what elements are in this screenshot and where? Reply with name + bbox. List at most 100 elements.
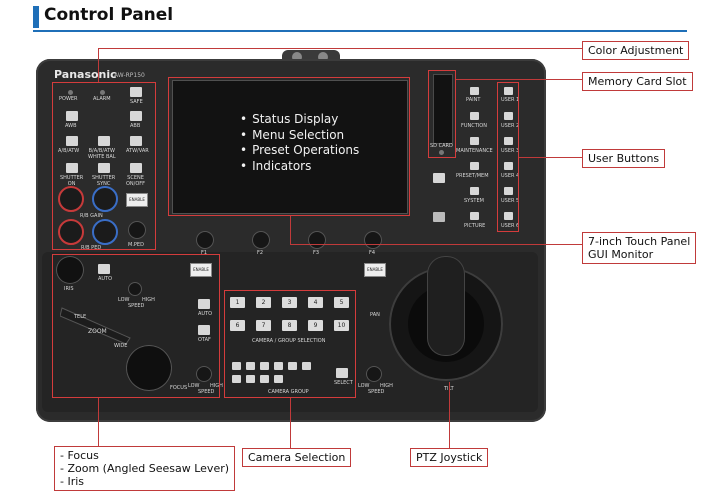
group-key-6[interactable] bbox=[302, 362, 311, 370]
user-buttons-highlight bbox=[497, 82, 519, 232]
focus-speed-dial[interactable] bbox=[196, 366, 212, 382]
a-b-atw-button[interactable] bbox=[66, 136, 78, 146]
camera-key-10[interactable]: 10 bbox=[334, 320, 349, 331]
iris-dial[interactable] bbox=[56, 256, 84, 284]
select-label: SELECT bbox=[334, 380, 353, 386]
tilt-label: TILT bbox=[444, 386, 454, 392]
camera-key-8[interactable]: 8 bbox=[282, 320, 297, 331]
pan-label: PAN bbox=[370, 312, 380, 318]
paint-button[interactable] bbox=[470, 87, 479, 95]
camera-key-5[interactable]: 5 bbox=[334, 297, 349, 308]
group-key-1[interactable] bbox=[232, 362, 241, 370]
shutter-sync-label: SHUTTER SYNC bbox=[92, 175, 116, 187]
function-button[interactable] bbox=[470, 112, 479, 120]
camera-key-4[interactable]: 4 bbox=[308, 297, 323, 308]
f1-dial[interactable] bbox=[196, 231, 214, 249]
memory-card-slot[interactable] bbox=[433, 74, 453, 144]
user-2-button[interactable] bbox=[504, 112, 513, 120]
system-button[interactable] bbox=[470, 187, 479, 195]
otaf-label: OTAF bbox=[198, 337, 211, 343]
group-key-10[interactable] bbox=[274, 375, 283, 383]
camera-key-9[interactable]: 9 bbox=[308, 320, 323, 331]
abb-button[interactable] bbox=[130, 111, 142, 121]
focus-label: FOCUS bbox=[170, 385, 188, 391]
sd-card-label: SD CARD bbox=[430, 143, 453, 149]
user-1-label: USER 1 bbox=[501, 97, 520, 103]
menu-enable-button[interactable] bbox=[433, 173, 445, 183]
safe-button[interactable] bbox=[130, 87, 142, 97]
touch-panel-screen[interactable]: Status Display Menu Selection Preset Ope… bbox=[172, 80, 408, 214]
group-key-2[interactable] bbox=[246, 362, 255, 370]
camera-key-2[interactable]: 2 bbox=[256, 297, 271, 308]
white-bal-button[interactable] bbox=[98, 136, 110, 146]
maintenance-button[interactable] bbox=[470, 137, 479, 145]
group-key-4[interactable] bbox=[274, 362, 283, 370]
awb-button[interactable] bbox=[66, 111, 78, 121]
camera-key-3[interactable]: 3 bbox=[282, 297, 297, 308]
camera-key-6[interactable]: 6 bbox=[230, 320, 245, 331]
b-gain-dial[interactable] bbox=[92, 186, 118, 212]
memory-card-leader bbox=[456, 79, 582, 80]
f3-dial[interactable] bbox=[308, 231, 326, 249]
focus-auto-button[interactable] bbox=[198, 299, 210, 309]
user-buttons-leader bbox=[519, 157, 582, 158]
power-label: POWER bbox=[59, 96, 78, 102]
memory-card-highlight bbox=[428, 70, 456, 158]
otaf-button[interactable] bbox=[198, 325, 210, 335]
ptz-speed-high: HIGH bbox=[380, 383, 393, 389]
m-ped-dial[interactable] bbox=[128, 221, 146, 239]
ptz-speed-dial[interactable] bbox=[366, 366, 382, 382]
group-key-3[interactable] bbox=[260, 362, 269, 370]
rb-ped-label: R/B PED bbox=[81, 245, 102, 251]
ptz-joystick[interactable] bbox=[427, 256, 465, 356]
focus-speed-low: LOW bbox=[188, 383, 200, 389]
awb-label: AWB bbox=[65, 123, 77, 129]
color-adjustment-leader bbox=[98, 48, 99, 82]
zoom-speed-dial[interactable] bbox=[128, 282, 142, 296]
iris-auto-button[interactable] bbox=[98, 264, 110, 274]
group-key-5[interactable] bbox=[288, 362, 297, 370]
lens-enable-button[interactable]: ENABLE bbox=[190, 263, 212, 277]
camera-selection-leader bbox=[290, 398, 291, 448]
shutter-on-button[interactable] bbox=[66, 163, 78, 173]
user-4-button[interactable] bbox=[504, 162, 513, 170]
camera-group-label: CAMERA GROUP bbox=[268, 389, 309, 395]
focus-dial[interactable] bbox=[126, 345, 172, 391]
callout-iris: - Iris bbox=[60, 475, 85, 488]
screen-feature-list: Status Display Menu Selection Preset Ope… bbox=[240, 112, 359, 174]
group-key-9[interactable] bbox=[260, 375, 269, 383]
color-adjustment-highlight bbox=[52, 82, 156, 250]
r-gain-dial[interactable] bbox=[58, 186, 84, 212]
r-ped-dial[interactable] bbox=[58, 219, 84, 245]
user-1-button[interactable] bbox=[504, 87, 513, 95]
select-button[interactable] bbox=[336, 368, 348, 378]
lens-controls-highlight bbox=[52, 254, 220, 398]
atw-var-button[interactable] bbox=[130, 136, 142, 146]
menu-key[interactable] bbox=[433, 212, 445, 222]
ptz-enable-button[interactable]: ENABLE bbox=[364, 263, 386, 277]
zoom-speed-high: HIGH bbox=[142, 297, 155, 303]
b-ped-dial[interactable] bbox=[92, 219, 118, 245]
color-enable-button[interactable]: ENABLE bbox=[126, 193, 148, 207]
camera-key-7[interactable]: 7 bbox=[256, 320, 271, 331]
f4-dial[interactable] bbox=[364, 231, 382, 249]
camera-key-1[interactable]: 1 bbox=[230, 297, 245, 308]
user-2-label: USER 2 bbox=[501, 123, 520, 129]
preset-mem-button[interactable] bbox=[470, 162, 479, 170]
user-3-button[interactable] bbox=[504, 137, 513, 145]
user-5-button[interactable] bbox=[504, 187, 513, 195]
picture-button[interactable] bbox=[470, 212, 479, 220]
f2-dial[interactable] bbox=[252, 231, 270, 249]
ptz-speed-low: LOW bbox=[358, 383, 370, 389]
group-key-8[interactable] bbox=[246, 375, 255, 383]
screen-item: Indicators bbox=[240, 159, 359, 175]
scene-button[interactable] bbox=[130, 163, 142, 173]
shutter-sync-button[interactable] bbox=[98, 163, 110, 173]
camera-group-selection-label: CAMERA / GROUP SELECTION bbox=[252, 338, 326, 344]
ptz-joystick-leader bbox=[449, 382, 450, 448]
zoom-seesaw-lever[interactable] bbox=[60, 298, 150, 348]
user-6-button[interactable] bbox=[504, 212, 513, 220]
system-label: SYSTEM bbox=[464, 198, 484, 204]
group-key-7[interactable] bbox=[232, 375, 241, 383]
brand-logo: Panasonic bbox=[54, 68, 117, 81]
